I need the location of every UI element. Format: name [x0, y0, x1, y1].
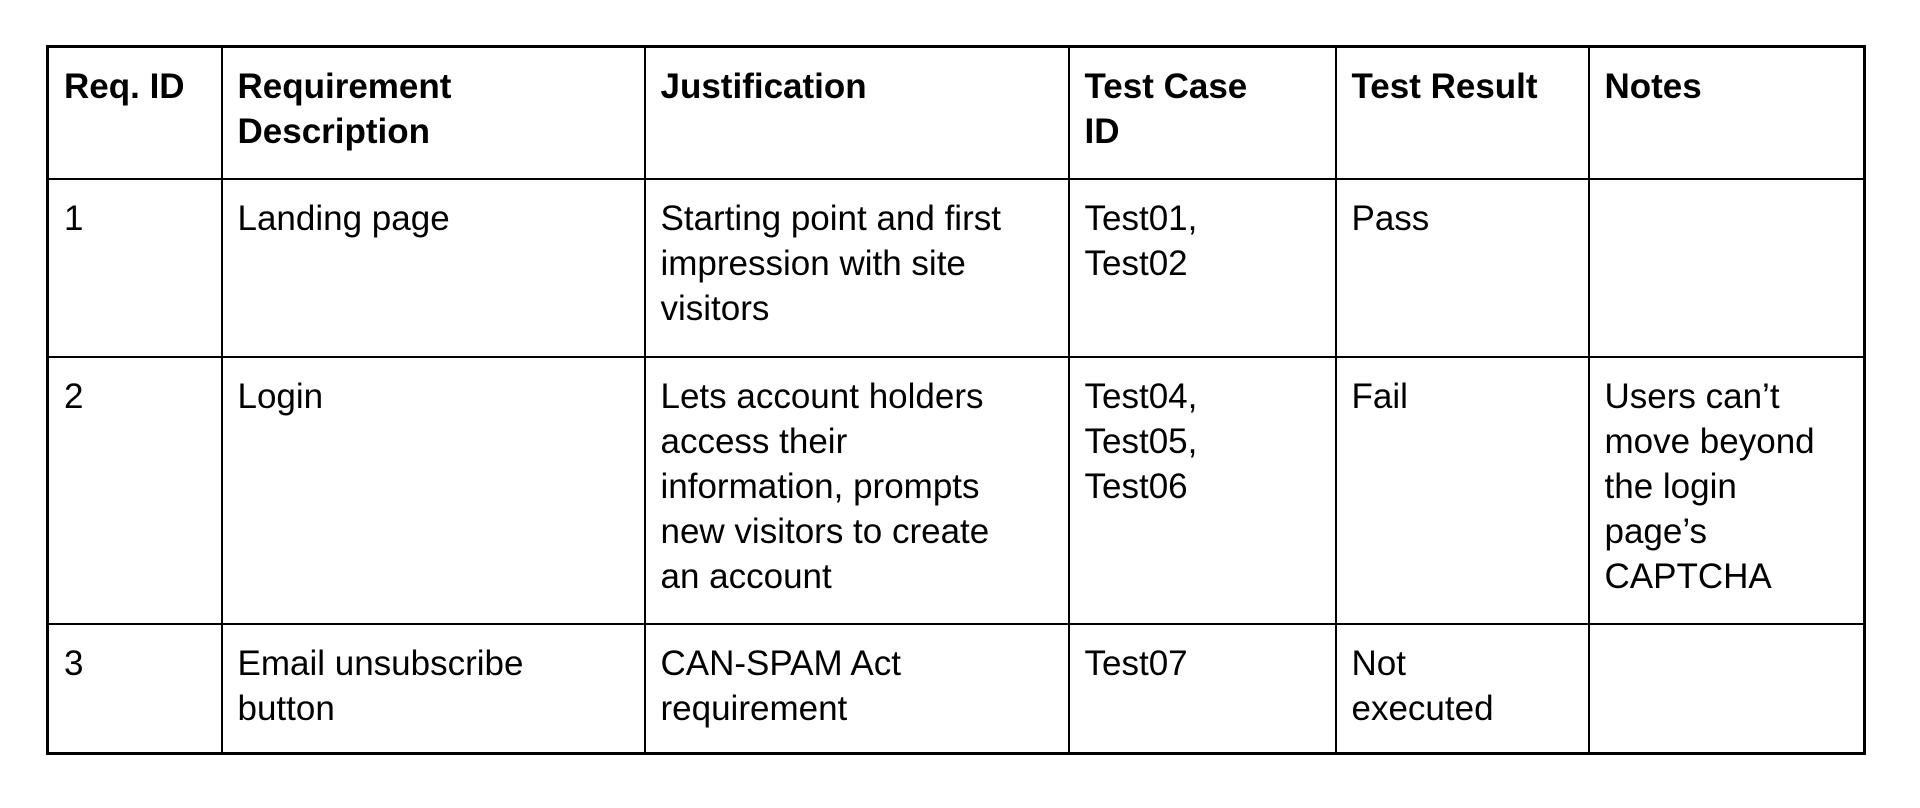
cell-requirement-description: Login — [220, 355, 646, 625]
cell-req-id: 3 — [46, 622, 223, 755]
column-header-req-id: Req. ID — [46, 45, 223, 180]
requirements-test-table: Req. ID Requirement Description Justific… — [46, 45, 1866, 755]
cell-requirement-description: Email unsubscribe button — [220, 622, 646, 755]
cell-test-result: Pass — [1334, 177, 1590, 358]
cell-req-id: 2 — [46, 355, 223, 625]
cell-req-id: 1 — [46, 177, 223, 358]
cell-justification: Lets account holders access their inform… — [643, 355, 1070, 625]
cell-justification: Starting point and first impression with… — [643, 177, 1070, 358]
column-header-requirement-description: Requirement Description — [220, 45, 646, 180]
cell-justification: CAN-SPAM Act requirement — [643, 622, 1070, 755]
cell-test-result: Not executed — [1334, 622, 1590, 755]
cell-test-result: Fail — [1334, 355, 1590, 625]
header-row: Req. ID Requirement Description Justific… — [46, 45, 1866, 180]
table-row: 1 Landing page Starting point and first … — [46, 177, 1866, 358]
column-header-notes: Notes — [1587, 45, 1866, 180]
table-row: 2 Login Lets account holders access thei… — [46, 355, 1866, 625]
cell-notes: Users can’t move beyond the login page’s… — [1587, 355, 1866, 625]
table-row: 3 Email unsubscribe button CAN-SPAM Act … — [46, 622, 1866, 755]
cell-requirement-description: Landing page — [220, 177, 646, 358]
cell-test-case-id: Test04, Test05, Test06 — [1067, 355, 1337, 625]
column-header-justification: Justification — [643, 45, 1070, 180]
column-header-test-case-id: Test Case ID — [1067, 45, 1337, 180]
cell-test-case-id: Test07 — [1067, 622, 1337, 755]
cell-notes — [1587, 622, 1866, 755]
column-header-test-result: Test Result — [1334, 45, 1590, 180]
cell-test-case-id: Test01, Test02 — [1067, 177, 1337, 358]
cell-notes — [1587, 177, 1866, 358]
